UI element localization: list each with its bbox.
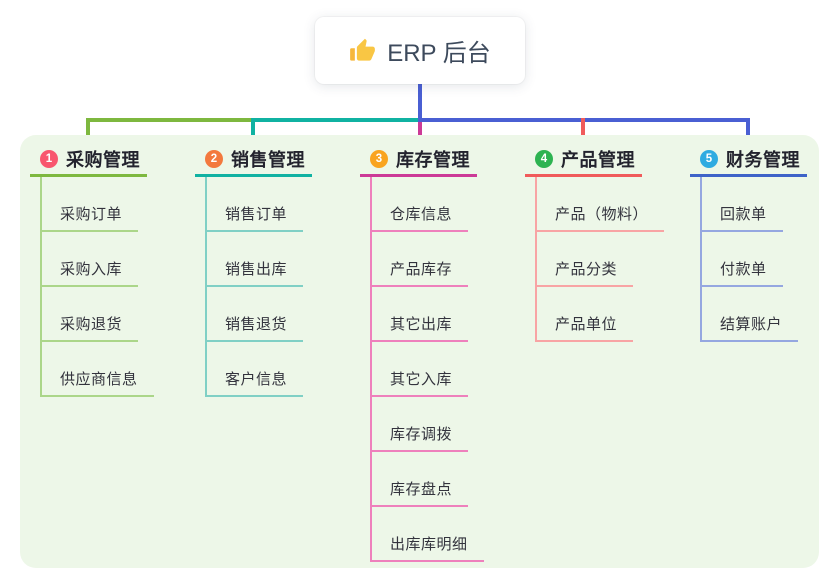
item-label[interactable]: 库存调拨 (370, 423, 469, 452)
mindmap-item[interactable]: 采购订单 (30, 177, 190, 232)
branch-column-sales: 2 销售管理 销售订单 销售出库 销售退货 客户信息 (195, 143, 355, 397)
mindmap-item[interactable]: 采购退货 (30, 287, 190, 342)
item-label[interactable]: 回款单 (700, 203, 783, 232)
item-label[interactable]: 其它出库 (370, 313, 469, 342)
branch-title-label: 采购管理 (66, 149, 140, 170)
mindmap-item[interactable]: 回款单 (690, 177, 839, 232)
item-label[interactable]: 其它入库 (370, 368, 469, 397)
branch-title-label: 销售管理 (231, 149, 305, 170)
mindmap-item[interactable]: 仓库信息 (360, 177, 520, 232)
root-node[interactable]: ERP 后台 (315, 17, 525, 84)
root-connector-line (418, 83, 422, 120)
branch-column-finance: 5 财务管理 回款单 付款单 结算账户 (690, 143, 839, 342)
branch-column-purchase: 1 采购管理 采购订单 采购入库 采购退货 供应商信息 (30, 143, 190, 397)
mindmap-item[interactable]: 采购入库 (30, 232, 190, 287)
branch-title-label: 库存管理 (396, 149, 470, 170)
item-label[interactable]: 采购入库 (40, 258, 139, 287)
item-label[interactable]: 销售订单 (205, 203, 304, 232)
mindmap-item[interactable]: 付款单 (690, 232, 839, 287)
branch-badge: 3 (370, 149, 388, 168)
mindmap-item[interactable]: 其它入库 (360, 342, 520, 397)
branch-title-label: 产品管理 (561, 149, 635, 170)
rail-sales-line (251, 118, 422, 122)
item-label[interactable]: 产品（物料） (535, 203, 665, 232)
item-label[interactable]: 库存盘点 (370, 478, 469, 507)
branch-badge: 1 (40, 149, 58, 168)
item-label[interactable]: 销售退货 (205, 313, 304, 342)
item-label[interactable]: 产品库存 (370, 258, 469, 287)
item-label[interactable]: 出库库明细 (370, 533, 484, 562)
branch-title-product[interactable]: 4 产品管理 (525, 143, 642, 177)
branch-column-product: 4 产品管理 产品（物料） 产品分类 产品单位 (525, 143, 685, 342)
mindmap-item[interactable]: 产品（物料） (525, 177, 685, 232)
branch-title-purchase[interactable]: 1 采购管理 (30, 143, 147, 177)
branch-connector-line (205, 177, 207, 395)
thumbs-up-icon (350, 38, 376, 61)
item-label[interactable]: 采购退货 (40, 313, 139, 342)
item-label[interactable]: 销售出库 (205, 258, 304, 287)
mindmap-item[interactable]: 供应商信息 (30, 342, 190, 397)
mindmap-item[interactable]: 销售出库 (195, 232, 355, 287)
branch-title-label: 财务管理 (726, 149, 800, 170)
drop-line-product (581, 118, 585, 149)
branch-badge: 5 (700, 149, 718, 168)
mindmap-item[interactable]: 产品库存 (360, 232, 520, 287)
item-label[interactable]: 结算账户 (700, 313, 799, 342)
mindmap-item[interactable]: 其它出库 (360, 287, 520, 342)
branches-panel (20, 135, 819, 568)
mindmap-item[interactable]: 产品分类 (525, 232, 685, 287)
mindmap-item[interactable]: 产品单位 (525, 287, 685, 342)
mindmap-item[interactable]: 库存盘点 (360, 452, 520, 507)
branch-connector-line (535, 177, 537, 340)
mindmap-item[interactable]: 销售退货 (195, 287, 355, 342)
branch-connector-line (700, 177, 702, 340)
item-label[interactable]: 产品单位 (535, 313, 634, 342)
mindmap-item[interactable]: 结算账户 (690, 287, 839, 342)
drop-line-purchase (86, 118, 90, 149)
branch-title-sales[interactable]: 2 销售管理 (195, 143, 312, 177)
branch-connector-line (370, 177, 372, 560)
branch-title-inventory[interactable]: 3 库存管理 (360, 143, 477, 177)
item-label[interactable]: 采购订单 (40, 203, 139, 232)
branch-title-finance[interactable]: 5 财务管理 (690, 143, 807, 177)
mindmap-item[interactable]: 客户信息 (195, 342, 355, 397)
drop-line-sales (251, 118, 255, 149)
mindmap-item[interactable]: 出库库明细 (360, 507, 520, 562)
drop-line-finance (746, 118, 750, 149)
branch-badge: 4 (535, 149, 553, 168)
mindmap-item[interactable]: 销售订单 (195, 177, 355, 232)
mindmap-item[interactable]: 库存调拨 (360, 397, 520, 452)
root-label: ERP 后台 (387, 40, 491, 67)
branch-connector-line (40, 177, 42, 395)
branch-column-inventory: 3 库存管理 仓库信息 产品库存 其它出库 其它入库 库存调拨 库存盘点 出库库… (360, 143, 520, 562)
item-label[interactable]: 仓库信息 (370, 203, 469, 232)
item-label[interactable]: 产品分类 (535, 258, 634, 287)
item-label[interactable]: 客户信息 (205, 368, 304, 397)
item-label[interactable]: 供应商信息 (40, 368, 154, 397)
item-label[interactable]: 付款单 (700, 258, 783, 287)
branch-badge: 2 (205, 149, 223, 168)
